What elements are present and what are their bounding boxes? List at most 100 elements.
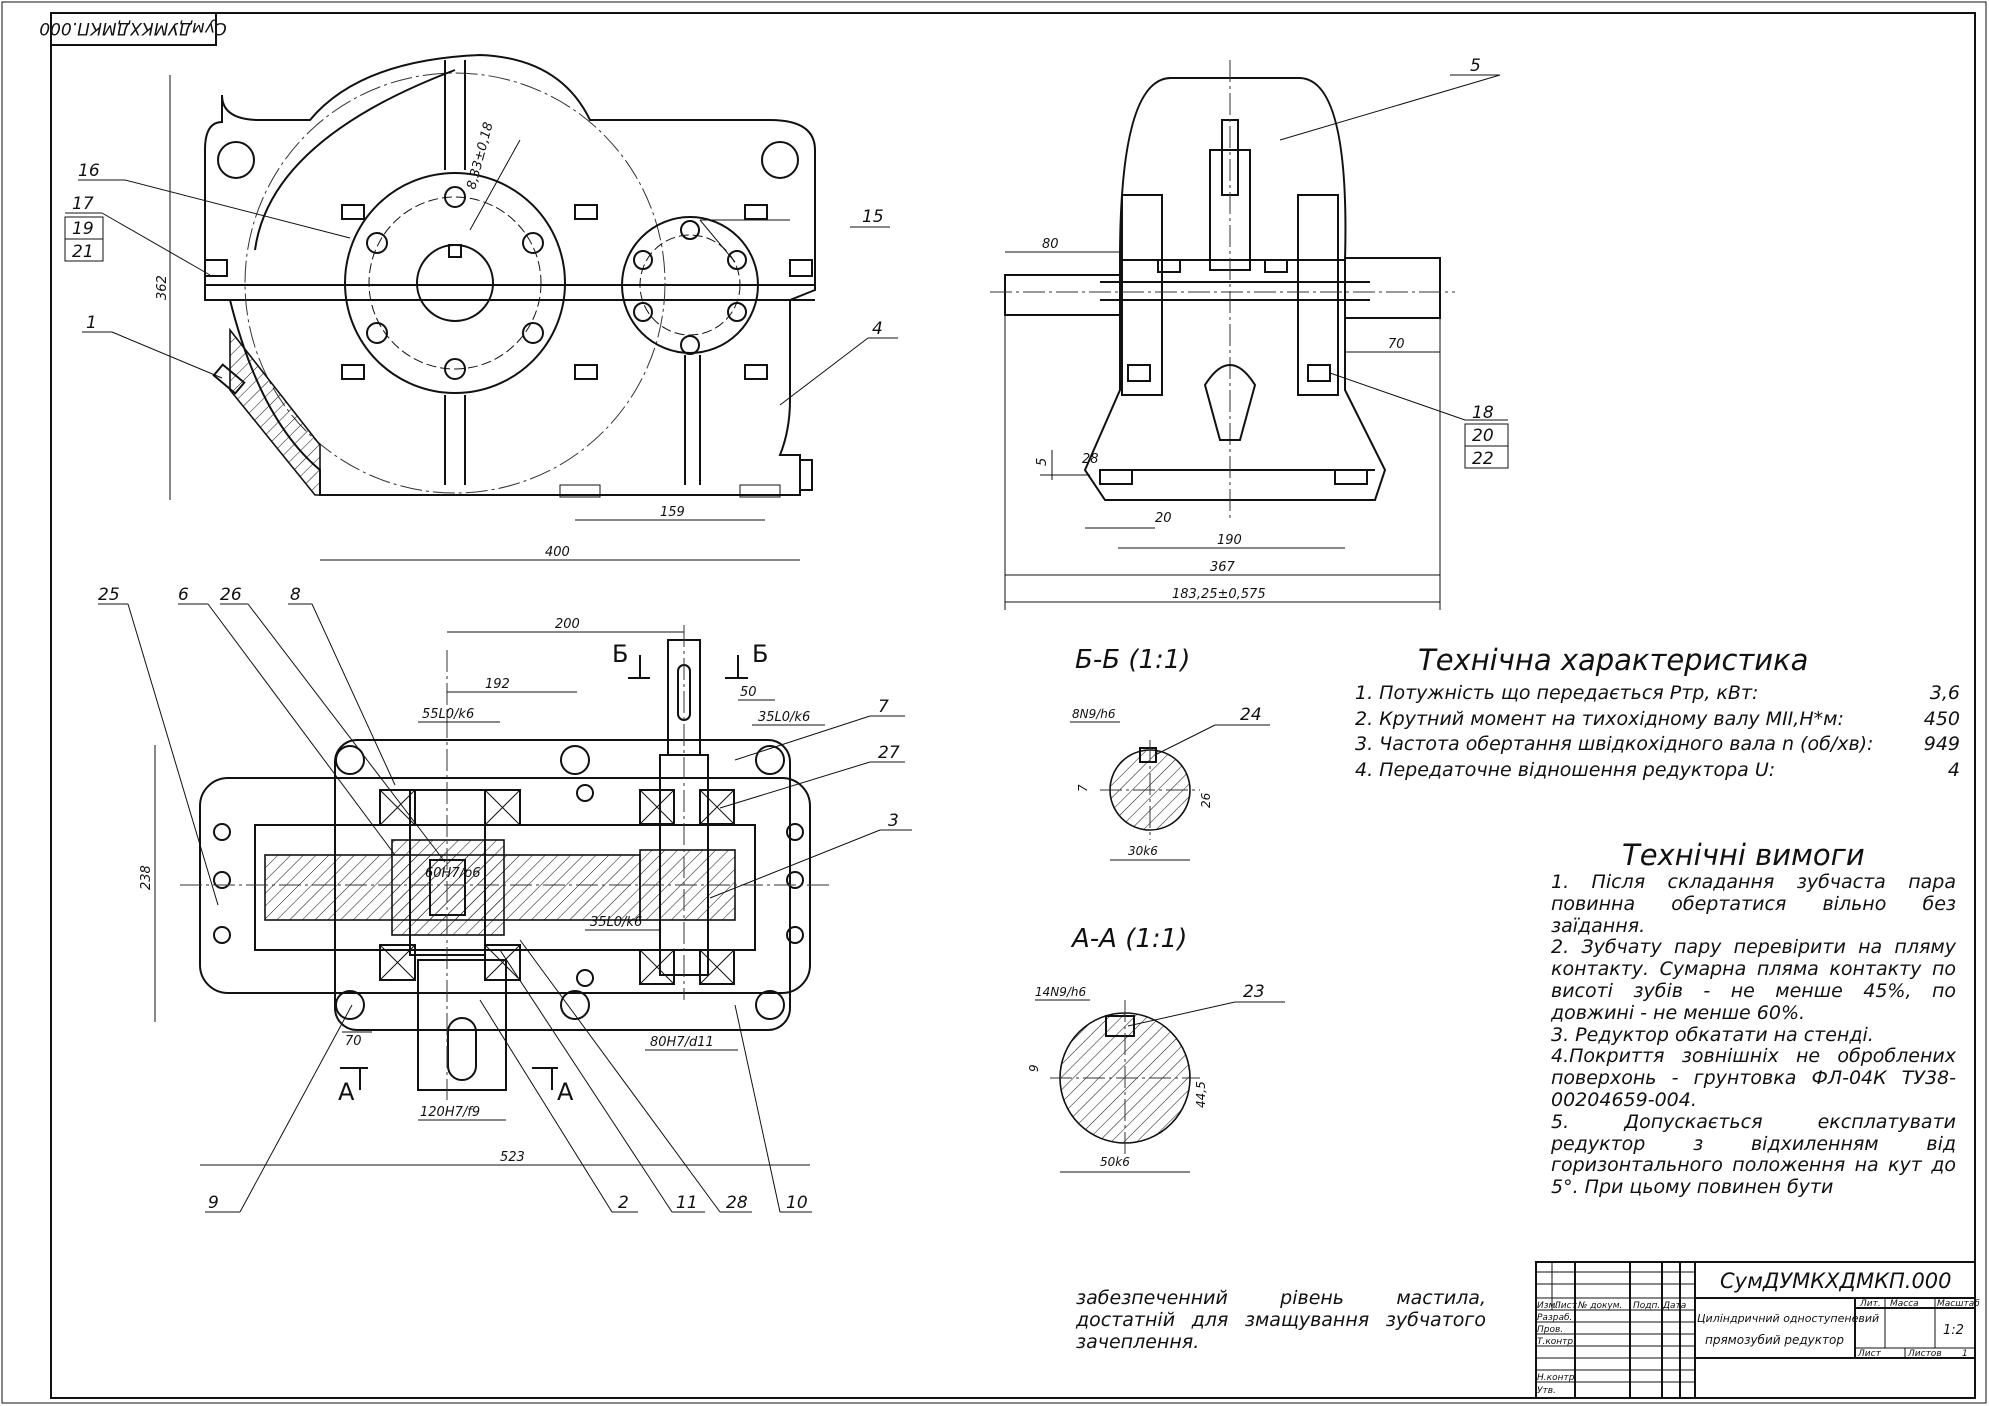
dim-aa-50k6: 50k6 [1100, 1155, 1130, 1169]
tb-row-utv: Утв. [1537, 1386, 1556, 1396]
plan-bolts [213, 745, 804, 1020]
spec-item: 4. Передаточне відношення редуктора U: 4 [1355, 758, 1960, 784]
dim-side-5: 5 [1035, 458, 1050, 466]
spec-value: 4 [1947, 758, 1960, 781]
dim-aa-9: 9 [1027, 1064, 1041, 1072]
dim-front-159: 159 [660, 505, 685, 520]
tb-row-razrab: Разраб. [1537, 1313, 1572, 1323]
pinion-bolts [633, 220, 747, 355]
spec-value: 3,6 [1929, 682, 1960, 704]
side-part-labels: 5 18 20 22 [1279, 56, 1509, 469]
spec-label: 4. Передаточне відношення редуктора U: [1355, 758, 1776, 781]
cut-a-left: А [338, 1078, 355, 1106]
tb-lit-label: Лит. [1859, 1299, 1881, 1309]
cut-b-left: Б [612, 640, 628, 668]
dim-plan-55: 55L0/k6 [422, 707, 474, 722]
tb-mass-label: Масса [1890, 1299, 1919, 1309]
dim-plan-238: 238 [139, 865, 154, 890]
spec-value: 450 [1923, 707, 1960, 730]
dim-front-362: 362 [155, 275, 170, 300]
dim-plan-120: 120H7/f9 [420, 1105, 480, 1120]
part-3: 3 [888, 811, 899, 831]
requirements-list: 1. Після складання зубчаста пара повинна… [1551, 871, 1956, 1199]
joint-studs [204, 204, 813, 380]
section-bb-title: Б-Б (1:1) [1075, 645, 1190, 675]
part-28: 28 [726, 1193, 748, 1213]
section-aa: А-А (1:1) 14N9/h6 9 44,5 50k6 23 [1027, 924, 1285, 1173]
side-view: 80 70 5 28 20 190 367 183,25±0,575 5 18 … [990, 56, 1509, 610]
part-21: 21 [72, 242, 94, 262]
part-1: 1 [86, 313, 97, 333]
tb-name-1: Циліндричний одноступеневий [1697, 1312, 1879, 1325]
specs-list: 1. Потужність що передається Pтр, кВт: 3,… [1355, 681, 1960, 783]
tb-row-prov: Пров. [1537, 1325, 1563, 1335]
dim-plan-70: 70 [345, 1034, 362, 1049]
part-8: 8 [290, 585, 301, 605]
requirement-item: 2. Зубчату пару перевірити на пляму конт… [1551, 936, 1956, 1024]
requirement-item: 1. Після складання зубчаста пара повинна… [1551, 871, 1956, 937]
requirement-item: 4.Покриття зовнішніх не оброблених повер… [1551, 1045, 1956, 1111]
tb-col-podp: Подп. [1633, 1301, 1660, 1311]
dim-side-70: 70 [1388, 337, 1405, 352]
requirement-item: 5. Допускається експлатувати редуктор з … [1551, 1110, 1956, 1199]
requirements-continuation: забезпеченний рівень мастила, достатній … [1076, 1287, 1486, 1353]
dim-side-20: 20 [1155, 511, 1172, 526]
dim-side-190: 190 [1217, 533, 1242, 548]
tb-sheet-label: Лист [1857, 1349, 1882, 1359]
section-bb: Б-Б (1:1) 8N9/h6 7 26 30k6 24 [1070, 645, 1270, 861]
dim-bb-8n9: 8N9/h6 [1072, 707, 1116, 721]
dim-plan-80: 80H7/d11 [650, 1035, 714, 1050]
dim-aa-445: 44,5 [1194, 1081, 1208, 1108]
section-aa-title: А-А (1:1) [1070, 924, 1187, 954]
part-4: 4 [872, 319, 883, 339]
spec-item: 2. Крутний момент на тихохідному валу MI… [1355, 707, 1960, 733]
dim-plan-50: 50 [740, 685, 757, 700]
part-19: 19 [72, 219, 94, 239]
dim-bb-7: 7 [1076, 784, 1090, 792]
part-20: 20 [1472, 426, 1494, 446]
dim-bb-30k6: 30k6 [1128, 844, 1158, 858]
part-24: 24 [1240, 705, 1262, 725]
tb-sheets-count: 1 [1962, 1349, 1968, 1359]
spec-label: 3. Частота обертання швідкохідного вала … [1355, 733, 1874, 755]
dim-plan-523: 523 [500, 1150, 525, 1165]
dim-plan-60: 60H7/p6 [425, 866, 481, 881]
part-17: 17 [72, 194, 94, 214]
spec-label: 2. Крутний момент на тихохідному валу MI… [1355, 707, 1844, 730]
requirement-continuation-text: забезпеченний рівень мастила, достатній … [1076, 1287, 1486, 1353]
dim-side-18325: 183,25±0,575 [1172, 587, 1266, 602]
part-11: 11 [676, 1193, 698, 1213]
spec-item: 3. Частота обертання швідкохідного вала … [1355, 732, 1960, 758]
part-2: 2 [618, 1193, 629, 1213]
spec-item: 1. Потужність що передається Pтр, кВт: 3,… [1355, 681, 1960, 707]
specs-title: Технічна характеристика [1418, 643, 1809, 677]
part-27: 27 [878, 743, 900, 763]
dim-side-367: 367 [1210, 560, 1236, 575]
plan-view: Б Б А А 200 192 55L0/k6 50 35L0/k6 238 6… [98, 585, 912, 1213]
requirement-item: 3. Редуктор обкатати на стенді. [1551, 1023, 1874, 1046]
part-16: 16 [78, 161, 100, 181]
dim-front-400: 400 [545, 545, 570, 560]
front-part-labels: 16 17 19 21 1 15 4 [64, 161, 898, 406]
cut-a-right: А [557, 1078, 574, 1106]
tb-col-izm: Изм. [1537, 1301, 1558, 1311]
dim-side-80: 80 [1042, 237, 1059, 252]
tb-row-nkontr: Н.контр. [1537, 1373, 1577, 1383]
dim-plan-35-mid: 35L0/k6 [590, 915, 642, 930]
part-5: 5 [1470, 56, 1481, 76]
tb-scale-label: Масштаб [1937, 1299, 1980, 1309]
part-9: 9 [208, 1193, 219, 1213]
tb-sheets-label: Листов [1907, 1349, 1942, 1359]
spec-value: 949 [1923, 733, 1960, 755]
top-stamp: СумДУМКХДМКП.000 [39, 12, 227, 46]
tb-code: СумДУМКХДМКП.000 [1720, 1269, 1952, 1293]
part-6: 6 [178, 585, 189, 605]
tb-col-list: Лист [1553, 1301, 1578, 1311]
spec-label: 1. Потужність що передається Pтр, кВт: [1355, 682, 1759, 704]
dim-side-28: 28 [1082, 452, 1099, 467]
part-23: 23 [1243, 982, 1265, 1002]
cut-b-right: Б [752, 640, 768, 668]
tb-scale: 1:2 [1943, 1323, 1964, 1338]
